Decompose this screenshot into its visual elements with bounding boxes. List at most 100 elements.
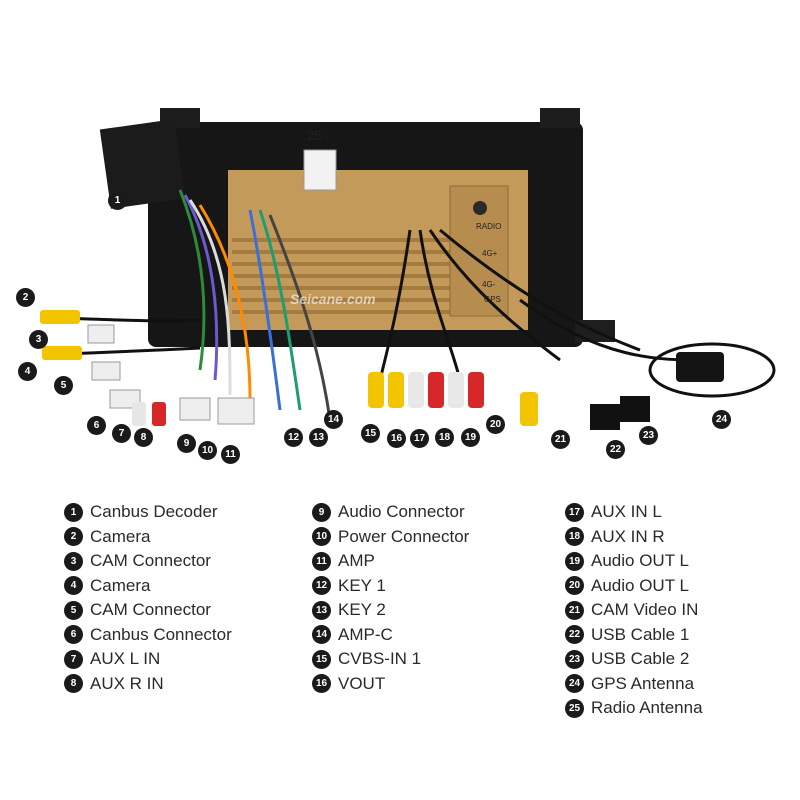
callout-13: 13 (309, 428, 328, 447)
legend-label: CAM Video IN (591, 600, 699, 620)
legend-label: CAM Connector (90, 551, 211, 571)
legend-number: 7 (64, 649, 83, 669)
callout-17: 17 (410, 429, 429, 448)
legend-item: 3 CAM Connector (64, 549, 232, 574)
legend-label: AUX R IN (90, 673, 164, 693)
legend-label: Power Connector (338, 526, 470, 546)
legend-number: 3 (64, 551, 83, 571)
callout-23: 23 (639, 426, 658, 445)
gps-antenna-puck (676, 352, 724, 382)
legend-label: Camera (90, 526, 151, 546)
legend-label: AUX IN L (591, 502, 662, 522)
callout-25: 25 (307, 128, 322, 143)
heatsink-fins (232, 238, 460, 314)
legend-number: 19 (565, 551, 584, 571)
legend-number: 18 (565, 527, 584, 547)
callout-10: 10 (198, 441, 217, 460)
legend-item: 10 Power Connector (312, 525, 469, 550)
legend-number: 22 (565, 625, 584, 645)
aux-l-plug (132, 402, 146, 426)
legend-number: 20 (565, 576, 584, 596)
wire-harness (59, 189, 701, 421)
legend-item: 11 AMP (312, 549, 469, 574)
audio-connector-block (179, 397, 211, 421)
unit-label-gps: GPS (484, 295, 501, 304)
legend-number: 9 (312, 502, 331, 522)
legend-item: 17 AUX IN L (565, 500, 703, 525)
wiring-illustration: Seicane.com RADIO 4G+ 4G- GPS (40, 108, 776, 430)
legend-item: 25 Radio Antenna (565, 696, 703, 721)
legend-label: AMP-C (338, 624, 393, 644)
legend-label: Radio Antenna (591, 698, 703, 718)
legend-label: Canbus Decoder (90, 502, 218, 522)
legend-label: AUX IN R (591, 526, 665, 546)
legend-label: Audio Connector (338, 502, 465, 522)
legend-label: VOUT (338, 673, 386, 693)
legend-number: 21 (565, 600, 584, 620)
legend-item: 1 Canbus Decoder (64, 500, 232, 525)
unit-label-4g-minus: 4G- (482, 280, 496, 289)
callout-12: 12 (284, 428, 303, 447)
legend-number: 10 (312, 527, 331, 547)
rca-cam-video (520, 392, 538, 426)
rca-white-2 (448, 372, 464, 408)
legend-number: 25 (565, 698, 584, 718)
rca-yellow-1 (368, 372, 384, 408)
callout-16: 16 (387, 429, 406, 448)
legend-number: 6 (64, 625, 83, 645)
callout-7: 7 (112, 424, 131, 443)
legend-item: 5 CAM Connector (64, 598, 232, 623)
callout-22: 22 (606, 440, 625, 459)
legend-number: 8 (64, 674, 83, 694)
aux-r-plug (152, 402, 166, 426)
legend-number: 5 (64, 600, 83, 620)
canbus-decoder-box (99, 119, 186, 209)
mounting-ear-right (540, 108, 580, 128)
callout-24: 24 (712, 410, 731, 429)
legend-label: Audio OUT L (591, 575, 689, 595)
legend-number: 2 (64, 527, 83, 547)
legend-number: 24 (565, 674, 584, 694)
wiring-diagram: Seicane.com RADIO 4G+ 4G- GPS 25 1 2 3 4… (16, 108, 776, 464)
legend-label: CAM Connector (90, 600, 211, 620)
legend-item: 18 AUX IN R (565, 525, 703, 550)
legend-number: 12 (312, 576, 331, 596)
unit-label-radio: RADIO (476, 222, 501, 231)
legend-label: AMP (338, 551, 375, 571)
callout-15: 15 (361, 424, 380, 443)
legend-item: 8 AUX R IN (64, 672, 232, 697)
callout-9: 9 (177, 434, 196, 453)
usb-plug-1 (590, 404, 620, 430)
legend-item: 20 Audio OUT L (565, 574, 703, 599)
legend-item: 2 Camera (64, 525, 232, 550)
callout-21: 21 (551, 430, 570, 449)
callout-19: 19 (461, 428, 480, 447)
rca-red-1 (428, 372, 444, 408)
legend-number: 1 (64, 502, 83, 522)
radio-connector-plug (303, 149, 337, 191)
callout-2: 2 (16, 288, 35, 307)
legend-number: 11 (312, 551, 331, 571)
usb-plug-2 (620, 396, 650, 422)
rca-yellow-2 (388, 372, 404, 408)
unit-label-4g-plus: 4G+ (482, 249, 498, 258)
callout-5: 5 (54, 376, 73, 395)
legend-number: 4 (64, 576, 83, 596)
legend-label: KEY 2 (338, 600, 386, 620)
legend-number: 17 (565, 502, 584, 522)
cam-connector-block-2 (91, 361, 121, 381)
camera-rca-plug-2 (42, 346, 82, 360)
radio-antenna-socket (473, 201, 487, 215)
